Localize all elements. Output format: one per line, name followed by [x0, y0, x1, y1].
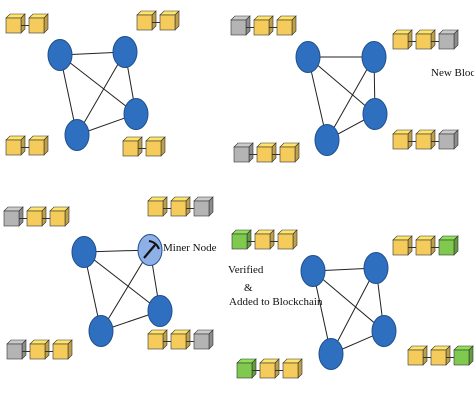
yellow-block — [415, 129, 436, 150]
network-edge — [100, 249, 151, 332]
block-chain — [3, 206, 70, 227]
network-node — [147, 295, 173, 327]
yellow-block — [430, 345, 451, 366]
gray-block — [438, 29, 459, 50]
added-to-blockchain-label: Added to Blockchain — [229, 296, 323, 308]
gray-block — [6, 339, 27, 360]
yellow-block — [136, 10, 157, 31]
yellow-block — [253, 15, 274, 36]
block-chain — [233, 142, 300, 163]
green-block — [231, 229, 252, 250]
network-node — [71, 236, 97, 268]
yellow-block — [415, 235, 436, 256]
ampersand-label: & — [244, 282, 253, 294]
block-chain — [5, 135, 49, 156]
yellow-block — [28, 135, 49, 156]
yellow-block — [256, 142, 277, 163]
pickaxe-icon — [143, 240, 160, 259]
yellow-block — [277, 229, 298, 250]
green-block — [236, 358, 257, 379]
network-edge — [59, 54, 137, 115]
gray-block — [233, 142, 254, 163]
block-chain — [392, 29, 459, 50]
block-chain — [392, 235, 459, 256]
network-node — [47, 39, 73, 71]
network-node — [314, 124, 340, 156]
network-node — [300, 255, 326, 287]
block-chain — [147, 329, 214, 350]
network-edge — [307, 56, 376, 115]
network-node — [295, 41, 321, 73]
yellow-block — [28, 13, 49, 34]
network-node — [64, 119, 90, 151]
gray-block — [230, 15, 251, 36]
gray-block — [193, 196, 214, 217]
yellow-block — [145, 136, 166, 157]
block-chain — [392, 129, 459, 150]
yellow-block — [415, 29, 436, 50]
panel-2 — [230, 15, 459, 163]
yellow-block — [259, 358, 280, 379]
block-chain — [122, 136, 166, 157]
panel-4 — [231, 229, 474, 379]
green-block — [438, 235, 459, 256]
block-chain — [147, 196, 214, 217]
yellow-block — [279, 142, 300, 163]
yellow-block — [29, 339, 50, 360]
network-edge — [312, 270, 385, 332]
yellow-block — [276, 15, 297, 36]
network-node — [363, 252, 389, 284]
network-edge — [83, 251, 161, 312]
network-node — [112, 36, 138, 68]
block-chain — [230, 15, 297, 36]
yellow-block — [170, 329, 191, 350]
yellow-block — [122, 136, 143, 157]
yellow-block — [49, 206, 70, 227]
network-node — [88, 315, 114, 347]
yellow-block — [282, 358, 303, 379]
yellow-block — [407, 345, 428, 366]
yellow-block — [5, 135, 26, 156]
yellow-block — [147, 329, 168, 350]
gray-block — [193, 329, 214, 350]
block-chain — [231, 229, 298, 250]
network-edge — [76, 51, 126, 136]
network-node — [362, 98, 388, 130]
yellow-block — [147, 196, 168, 217]
yellow-block — [392, 129, 413, 150]
network-edge — [326, 56, 375, 141]
gray-block — [438, 129, 459, 150]
yellow-block — [26, 206, 47, 227]
green-block — [453, 345, 474, 366]
block-chain — [136, 10, 180, 31]
gray-block — [3, 206, 24, 227]
panel-3 — [3, 196, 214, 360]
new-block-label: New Block — [431, 67, 474, 79]
verified-label: Verified — [228, 264, 264, 276]
yellow-block — [5, 13, 26, 34]
yellow-block — [170, 196, 191, 217]
network-node — [361, 41, 387, 73]
miner-node-label: Miner Node — [163, 242, 217, 254]
block-chain — [236, 358, 303, 379]
network-node — [123, 98, 149, 130]
yellow-block — [52, 339, 73, 360]
panel-1 — [5, 10, 180, 157]
network-edge — [330, 267, 377, 355]
network-node — [371, 315, 397, 347]
block-chain — [6, 339, 73, 360]
yellow-block — [392, 29, 413, 50]
yellow-block — [254, 229, 275, 250]
block-chain — [407, 345, 474, 366]
yellow-block — [159, 10, 180, 31]
network-node — [318, 338, 344, 370]
block-chain — [5, 13, 49, 34]
yellow-block — [392, 235, 413, 256]
